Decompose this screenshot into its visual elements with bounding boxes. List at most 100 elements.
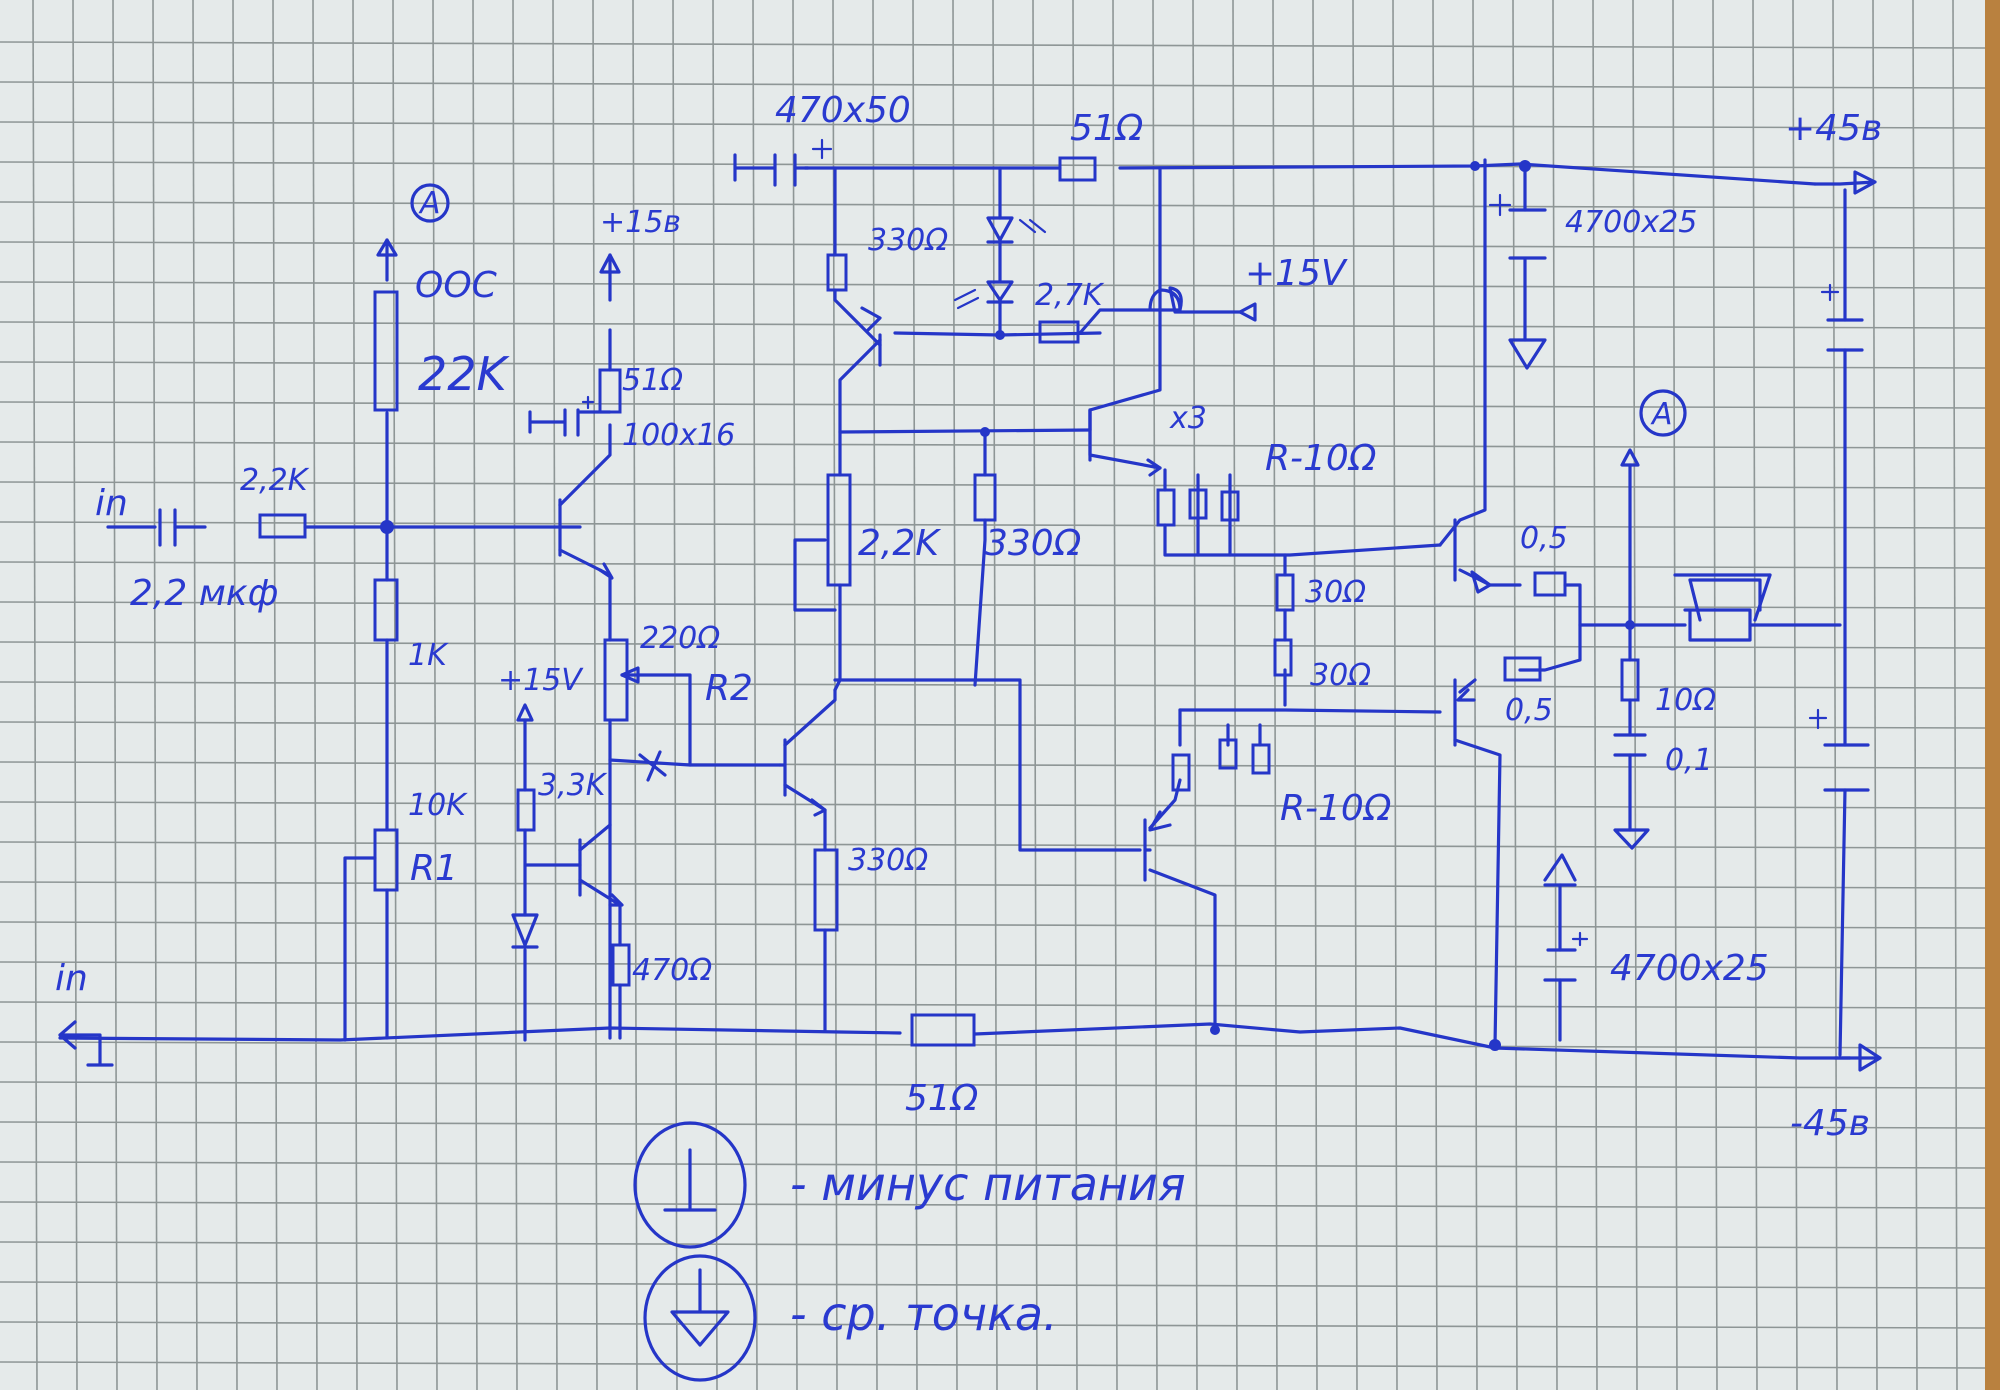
res-330-mid-wire — [973, 430, 987, 687]
grid-line-vertical — [1592, 0, 1598, 1390]
label-res-0-5-bottom: 0,5 — [1505, 693, 1553, 728]
input-resistor — [258, 513, 307, 539]
label-pot-2-2k: 2,2K — [858, 523, 941, 564]
label-node-a-left: A — [418, 186, 441, 221]
label-res-330-mid: 330Ω — [985, 523, 1082, 564]
grid-line-vertical — [1232, 0, 1238, 1390]
label-res-30-b: 30Ω — [1310, 658, 1371, 693]
grid-line-horizontal — [0, 1281, 1986, 1289]
resistor-10-d — [1171, 753, 1191, 792]
grid-line-vertical — [1552, 0, 1558, 1390]
bias-chain-wire — [523, 718, 582, 1042]
grid-line-horizontal — [0, 81, 1986, 89]
diode-1-light-marks — [1018, 218, 1047, 234]
label-r1-value: 10K — [408, 788, 468, 823]
supply-15v-left-arrow — [516, 703, 534, 722]
grid-line-vertical — [1472, 0, 1478, 1390]
resistor-2-7k — [1038, 320, 1080, 344]
labels: in in 2,2 мкф 2,2K A ООС 22K 1K 10K R1 +… — [55, 90, 1882, 1144]
grid-line-vertical — [872, 0, 878, 1390]
label-minus-45: -45в — [1790, 1103, 1870, 1144]
supply-15v-right-arrow — [1238, 302, 1257, 322]
grid-line-horizontal — [0, 401, 1986, 409]
grid-line-vertical — [952, 0, 958, 1390]
legend: - минус питания - ср. точка. — [633, 1121, 1186, 1382]
grid-line-vertical — [1672, 0, 1678, 1390]
label-res-470: 470Ω — [632, 953, 712, 988]
grid-line-horizontal — [0, 361, 1986, 369]
bias-bus-wire — [838, 428, 1092, 434]
resistor-10-f — [1251, 743, 1271, 775]
q1-collector-wire — [558, 253, 612, 507]
q3-emitter-arrow — [608, 893, 624, 907]
resistor-10-c — [1220, 490, 1240, 522]
midpoint-ground-zobel — [1613, 828, 1650, 850]
label-res-3-3k: 3,3K — [538, 768, 608, 803]
grid-line-horizontal — [0, 201, 1986, 209]
thermal-sensor — [638, 750, 667, 782]
output-top-arrow — [1470, 570, 1492, 594]
r1-wiper-wire — [343, 856, 377, 1042]
resistor-330-mid — [973, 473, 997, 522]
grid-line-horizontal — [0, 41, 1986, 49]
label-res-30-a: 30Ω — [1305, 575, 1366, 610]
grid-line-vertical — [1272, 0, 1278, 1390]
grid-line-vertical — [1392, 0, 1398, 1390]
label-cap-470x50: 470x50 — [775, 90, 911, 131]
label-res-330-vas: 330Ω — [848, 843, 928, 878]
label-res-51-top: 51Ω — [1070, 108, 1144, 149]
bias-diode — [511, 913, 539, 949]
grid-line-vertical — [192, 0, 198, 1390]
grid-line-horizontal — [0, 681, 1986, 689]
resistor-51-top — [1058, 156, 1097, 182]
grid-line-vertical — [712, 0, 718, 1390]
label-x3: x3 — [1169, 401, 1207, 436]
right-rail-wire — [1838, 188, 1847, 1057]
label-plus-45: +45в — [1785, 108, 1882, 149]
grid-line-horizontal — [0, 1321, 1986, 1329]
grid-line-vertical — [1872, 0, 1878, 1390]
r2-wiper-wire — [620, 673, 782, 767]
q2-emitter-arrow — [810, 798, 827, 817]
label-input-top: in — [95, 483, 128, 524]
feedback-arrow — [376, 238, 398, 257]
label-input-cap: 2,2 мкф — [130, 573, 278, 614]
potentiometer-r1 — [373, 828, 399, 892]
node-a-left-circle — [410, 183, 450, 223]
label-feedback: ООС — [415, 265, 498, 306]
label-res-51-q1: 51Ω — [622, 363, 683, 398]
output-bottom-arrow — [1456, 688, 1476, 702]
grid-line-horizontal — [0, 721, 1986, 729]
label-res-2-7k: 2,7K — [1035, 278, 1105, 313]
junction-dot — [1210, 1025, 1220, 1035]
grid-line-horizontal — [0, 321, 1986, 329]
legend-text-midpoint: - ср. точка. — [790, 1287, 1058, 1341]
grid-line-vertical — [352, 0, 358, 1390]
legend-item-minus-supply: - минус питания — [633, 1121, 1186, 1249]
resistor-330-top — [826, 253, 848, 292]
capacitor-470x50 — [733, 153, 810, 187]
grid-line-vertical — [1632, 0, 1638, 1390]
parallel-res-bottom-wire — [1178, 708, 1262, 747]
q2-wire — [778, 688, 837, 1032]
grid-line-horizontal — [0, 881, 1986, 889]
led-light-marks — [953, 288, 980, 310]
label-input-bottom: in — [55, 958, 88, 999]
grid-line-vertical — [272, 0, 278, 1390]
to-15v-wire — [1078, 286, 1242, 335]
grid-line-vertical — [392, 0, 398, 1390]
grid-line-vertical — [1512, 0, 1518, 1390]
r2-wiper-arrow — [620, 666, 640, 684]
minus-supply-symbol-icon — [663, 1148, 717, 1212]
resistor-3-3k — [516, 788, 536, 832]
q5-emitter-arrow — [1148, 810, 1172, 832]
cap-4700-top-plus — [1488, 193, 1512, 217]
led-diode — [986, 280, 1014, 304]
resistor-1k — [373, 578, 399, 642]
grid-line-horizontal — [0, 1081, 1986, 1089]
feedback-resistor — [373, 290, 399, 412]
grid-line-horizontal — [0, 1001, 1986, 1009]
grid-line-vertical — [1712, 0, 1718, 1390]
cap-470x50-plus — [811, 138, 833, 160]
